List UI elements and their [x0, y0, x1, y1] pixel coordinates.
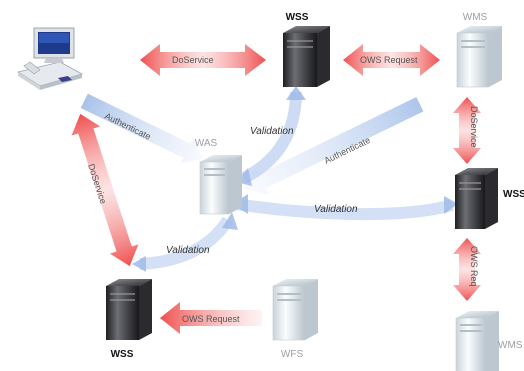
server-wss-right-icon [455, 168, 498, 229]
edge-label-ows-request-top: OWS Request [360, 55, 418, 65]
node-label-was: WAS [195, 138, 218, 149]
edge-label-doservice-top: DoService [172, 55, 214, 65]
server-wfs-icon [272, 279, 318, 341]
edge-label-ows-req-right: OWS Req [469, 246, 479, 287]
arrow-authenticate-right: Authenticate [244, 96, 424, 195]
server-wss-bottom-icon [106, 279, 152, 340]
arrow-validation-right: Validation [232, 194, 458, 221]
server-wms-bottom-icon [455, 311, 499, 371]
edge-label-doservice-right: DoService [469, 106, 479, 148]
server-wss-top-icon [283, 26, 330, 87]
server-wms-top-icon [456, 26, 502, 88]
node-label-wss-bottom: WSS [111, 349, 134, 360]
client-computer-icon [16, 27, 84, 90]
arrow-ows-request-top: OWS Request [343, 44, 440, 76]
server-was-icon [199, 155, 242, 215]
edge-label-validation-top: Validation [250, 126, 294, 137]
node-label-wms-bottom: WMS [498, 340, 523, 351]
arrow-ows-request-bottom: OWS Request [160, 302, 262, 334]
arrow-validation-top: Validation [236, 86, 306, 186]
edge-label-validation-right: Validation [314, 204, 358, 215]
node-label-wms-top: WMS [463, 12, 488, 23]
edge-label-ows-request-bottom: OWS Request [182, 314, 240, 324]
arrow-doservice-top: DoService [140, 44, 266, 76]
arrow-doservice-right: DoService [453, 97, 481, 164]
node-label-wfs: WFS [281, 349, 304, 360]
edge-label-validation-bottom: Validation [166, 245, 210, 256]
arrow-validation-bottom: Validation [132, 212, 238, 272]
arrow-ows-req-right: OWS Req [453, 238, 481, 301]
node-label-wss-right: WSS [503, 189, 524, 200]
node-label-wss-top: WSS [286, 12, 309, 23]
